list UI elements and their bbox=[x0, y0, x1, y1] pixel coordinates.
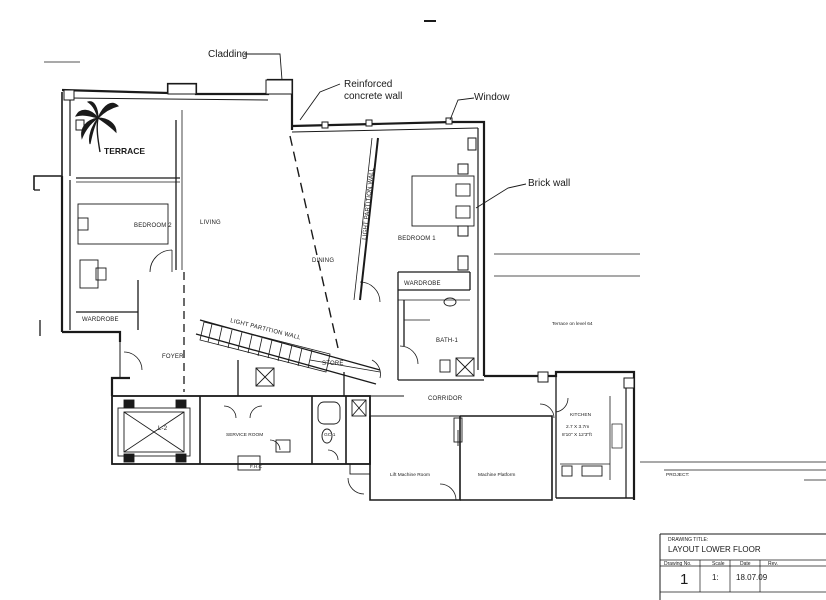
stair-icon bbox=[199, 321, 331, 373]
label-dining: DINING bbox=[312, 258, 334, 264]
callout-cladding: Cladding bbox=[208, 49, 247, 60]
label-light-partition-vertical: LIGHT PARTITION WALL bbox=[362, 167, 376, 240]
washbasin-icon bbox=[443, 297, 457, 307]
callout-reinforced-2: concrete wall bbox=[344, 91, 402, 102]
label-foyer: FOYER bbox=[162, 354, 184, 360]
label-lift: L-2 bbox=[158, 426, 168, 432]
label-project: PROJECT: bbox=[666, 472, 689, 478]
callout-leaders bbox=[44, 20, 826, 600]
tb-drawing-title: LAYOUT LOWER FLOOR bbox=[668, 545, 761, 554]
window-marks bbox=[63, 79, 635, 389]
label-kitchen-dim-2: 8'10" X 12'3"ft bbox=[562, 432, 592, 438]
palm-tree-icon bbox=[75, 101, 119, 153]
fixtures bbox=[77, 175, 603, 477]
bed-1 bbox=[411, 175, 475, 227]
tb-date-label: Date bbox=[740, 561, 751, 567]
label-gc: GC-1 bbox=[324, 432, 336, 438]
label-store: STORE bbox=[322, 361, 344, 367]
toilet-icon bbox=[439, 359, 451, 373]
room-labels: TERRACE BEDROOM 2 LIVING DINING BEDROOM … bbox=[82, 146, 689, 478]
label-bedroom-1: BEDROOM 1 bbox=[398, 236, 436, 242]
tb-scale: 1: bbox=[712, 573, 719, 582]
lift-cross-icon bbox=[117, 367, 367, 463]
label-wardrobe-right: WARDROBE bbox=[404, 281, 441, 287]
callout-brick-wall: Brick wall bbox=[528, 178, 570, 189]
tb-drawing-title-label: DRAWING TITLE: bbox=[668, 537, 708, 543]
label-service-room: SERVICE ROOM bbox=[226, 432, 263, 438]
label-kitchen: KITCHEN bbox=[570, 412, 592, 418]
label-lift-machine-room: Lift Machine Room bbox=[390, 472, 430, 478]
label-fhc: F.H.C bbox=[250, 464, 263, 470]
title-block: DRAWING TITLE: LAYOUT LOWER FLOOR Drawin… bbox=[664, 537, 778, 588]
label-living: LIVING bbox=[200, 220, 221, 226]
tb-drawing-no: 1 bbox=[680, 571, 688, 588]
label-machine-platform: Machine Platform bbox=[478, 472, 515, 478]
label-terrace: TERRACE bbox=[104, 146, 145, 156]
tb-drawing-no-label: Drawing No. bbox=[664, 561, 692, 567]
callout-reinforced-1: Reinforced bbox=[344, 79, 392, 90]
partitions bbox=[34, 110, 623, 498]
door-swings bbox=[123, 249, 569, 501]
callouts: Cladding Reinforced concrete wall Window… bbox=[208, 49, 570, 189]
tb-rev-label: Rev. bbox=[768, 561, 778, 567]
callout-window: Window bbox=[474, 92, 510, 103]
label-corridor: CORRIDOR bbox=[428, 396, 463, 402]
label-bath: BATH-1 bbox=[436, 338, 459, 344]
label-bedroom-2: BEDROOM 2 bbox=[134, 223, 172, 229]
label-kitchen-dim-1: 2.7 X 3.7m bbox=[566, 424, 589, 430]
label-terrace-level: Terrace on level 64 bbox=[552, 321, 593, 327]
tb-scale-label: Scale bbox=[712, 561, 725, 567]
desk bbox=[79, 259, 99, 289]
label-wardrobe-left: WARDROBE bbox=[82, 317, 119, 323]
tb-date: 18.07.09 bbox=[736, 573, 768, 582]
